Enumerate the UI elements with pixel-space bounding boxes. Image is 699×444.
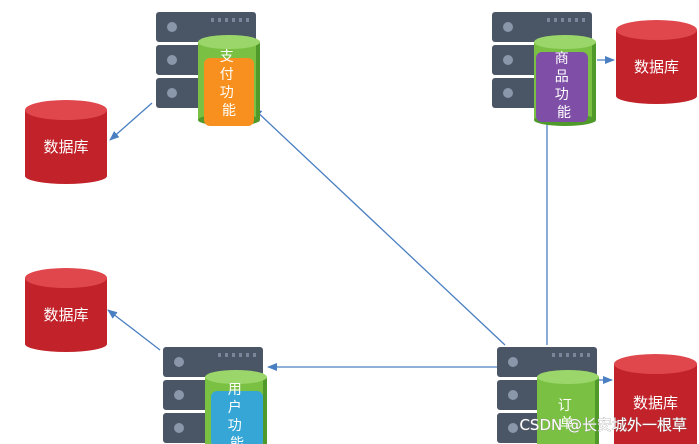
database-left-top: 数据库 [25,100,107,184]
payment-service-node: 支 付 功 能 [156,12,260,126]
svg-text:订 单: 订 单 [558,398,576,432]
payment-service-box [204,58,254,126]
svg-text:商 品 功 能: 商 品 功 能 [555,51,573,121]
database-icon [614,354,697,444]
user-label-char-3: 功 [228,418,242,434]
database-label: 数据库 [43,306,88,324]
payment-label-char-4: 能 [222,103,236,119]
database-label: 数据库 [634,58,679,76]
user-service-node: 用 户 功 能 [163,347,267,444]
database-right-top: 数据库 [616,20,697,104]
product-service-node: 商 品 功 能 [492,12,596,126]
product-label-char-4: 能 [557,105,571,121]
payment-label-char-3: 功 [220,85,234,101]
connections [107,56,615,384]
arrow-payment-to-db [109,102,153,141]
product-label-char-1: 商 [555,51,569,67]
svg-text:支 付 功 能: 支 付 功 能 [220,49,238,119]
order-label-char-2: 单 [560,416,574,432]
user-label-char-2: 户 [228,399,242,416]
payment-label-char-1: 支 [220,49,234,65]
order-label-char-1: 订 [558,398,572,414]
product-label-char-3: 功 [555,87,569,103]
database-icon [25,268,107,352]
payment-label-char-2: 付 [220,67,234,83]
database-left-middle: 数据库 [25,268,107,352]
user-label-char-1: 用 [228,382,242,398]
database-label: 数据库 [633,394,678,412]
database-icon [25,100,107,184]
order-service-node: 订 单 [497,347,599,444]
database-icon [616,20,697,104]
arrow-order-to-payment [252,107,506,346]
database-right-bottom: 数据库 [614,354,697,444]
product-label-char-2: 品 [555,69,569,85]
arrow-user-to-db [107,309,161,351]
user-label-char-4: 能 [230,436,244,444]
product-service-box [536,52,588,122]
svg-text:用 户 功 能: 用 户 功 能 [228,382,246,444]
csdn-watermark: CSDN @长安城外一根草 [519,416,687,434]
order-service-box [541,389,593,444]
database-label: 数据库 [43,138,88,156]
user-service-box [211,391,263,444]
